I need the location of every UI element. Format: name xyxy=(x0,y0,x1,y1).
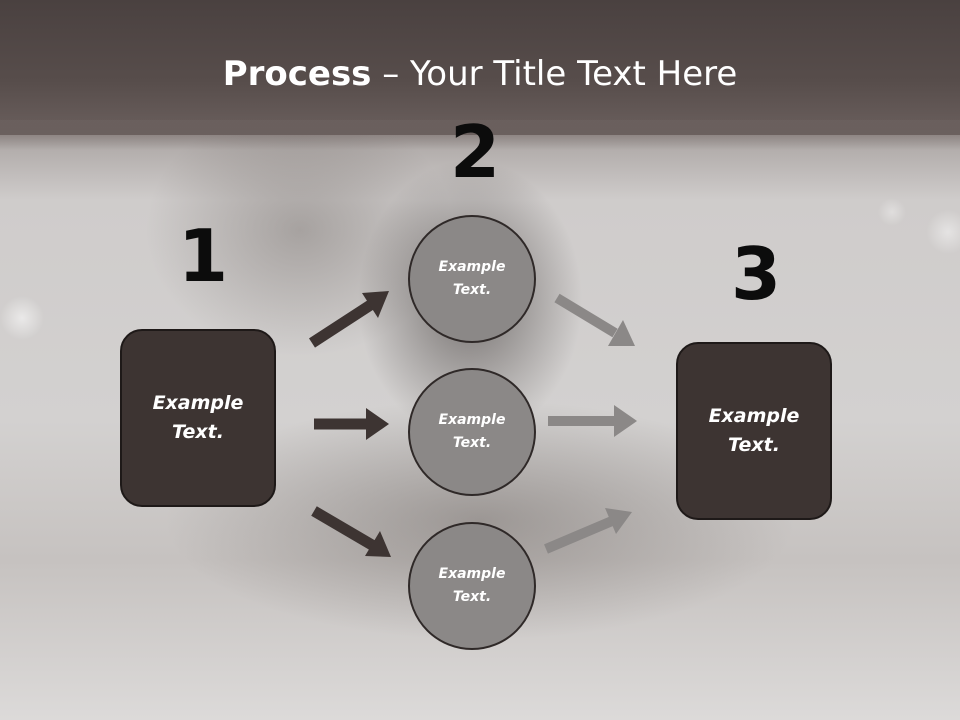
arrow-left-to-top xyxy=(309,291,389,348)
title-rest: – Your Title Text Here xyxy=(371,54,738,94)
left-box: Example Text. xyxy=(120,329,276,507)
arrow-mid-to-right xyxy=(548,405,637,437)
circle-middle-text: Example Text. xyxy=(438,412,506,451)
circle-top: Example Text. xyxy=(408,215,536,343)
circle-top-text: Example Text. xyxy=(438,259,506,298)
arrow-left-to-bottom xyxy=(311,506,391,557)
left-box-text: Example Text. xyxy=(152,392,244,443)
title-bold: Process xyxy=(222,54,372,94)
right-box: Example Text. xyxy=(676,342,832,520)
arrow-left-to-mid xyxy=(314,408,389,440)
slide-title: Process – Your Title Text Here xyxy=(0,52,960,96)
step-number-3: 3 xyxy=(731,232,782,316)
step-number-1: 1 xyxy=(178,214,229,298)
circle-bottom-text: Example Text. xyxy=(438,566,506,605)
arrow-bottom-to-right xyxy=(544,508,632,554)
circle-middle: Example Text. xyxy=(408,368,536,496)
right-box-text: Example Text. xyxy=(708,405,800,456)
title-bar-fade xyxy=(0,120,960,150)
step-number-2: 2 xyxy=(450,110,501,194)
circle-bottom: Example Text. xyxy=(408,522,536,650)
title-bar xyxy=(0,0,960,135)
arrow-top-to-right xyxy=(554,293,635,346)
